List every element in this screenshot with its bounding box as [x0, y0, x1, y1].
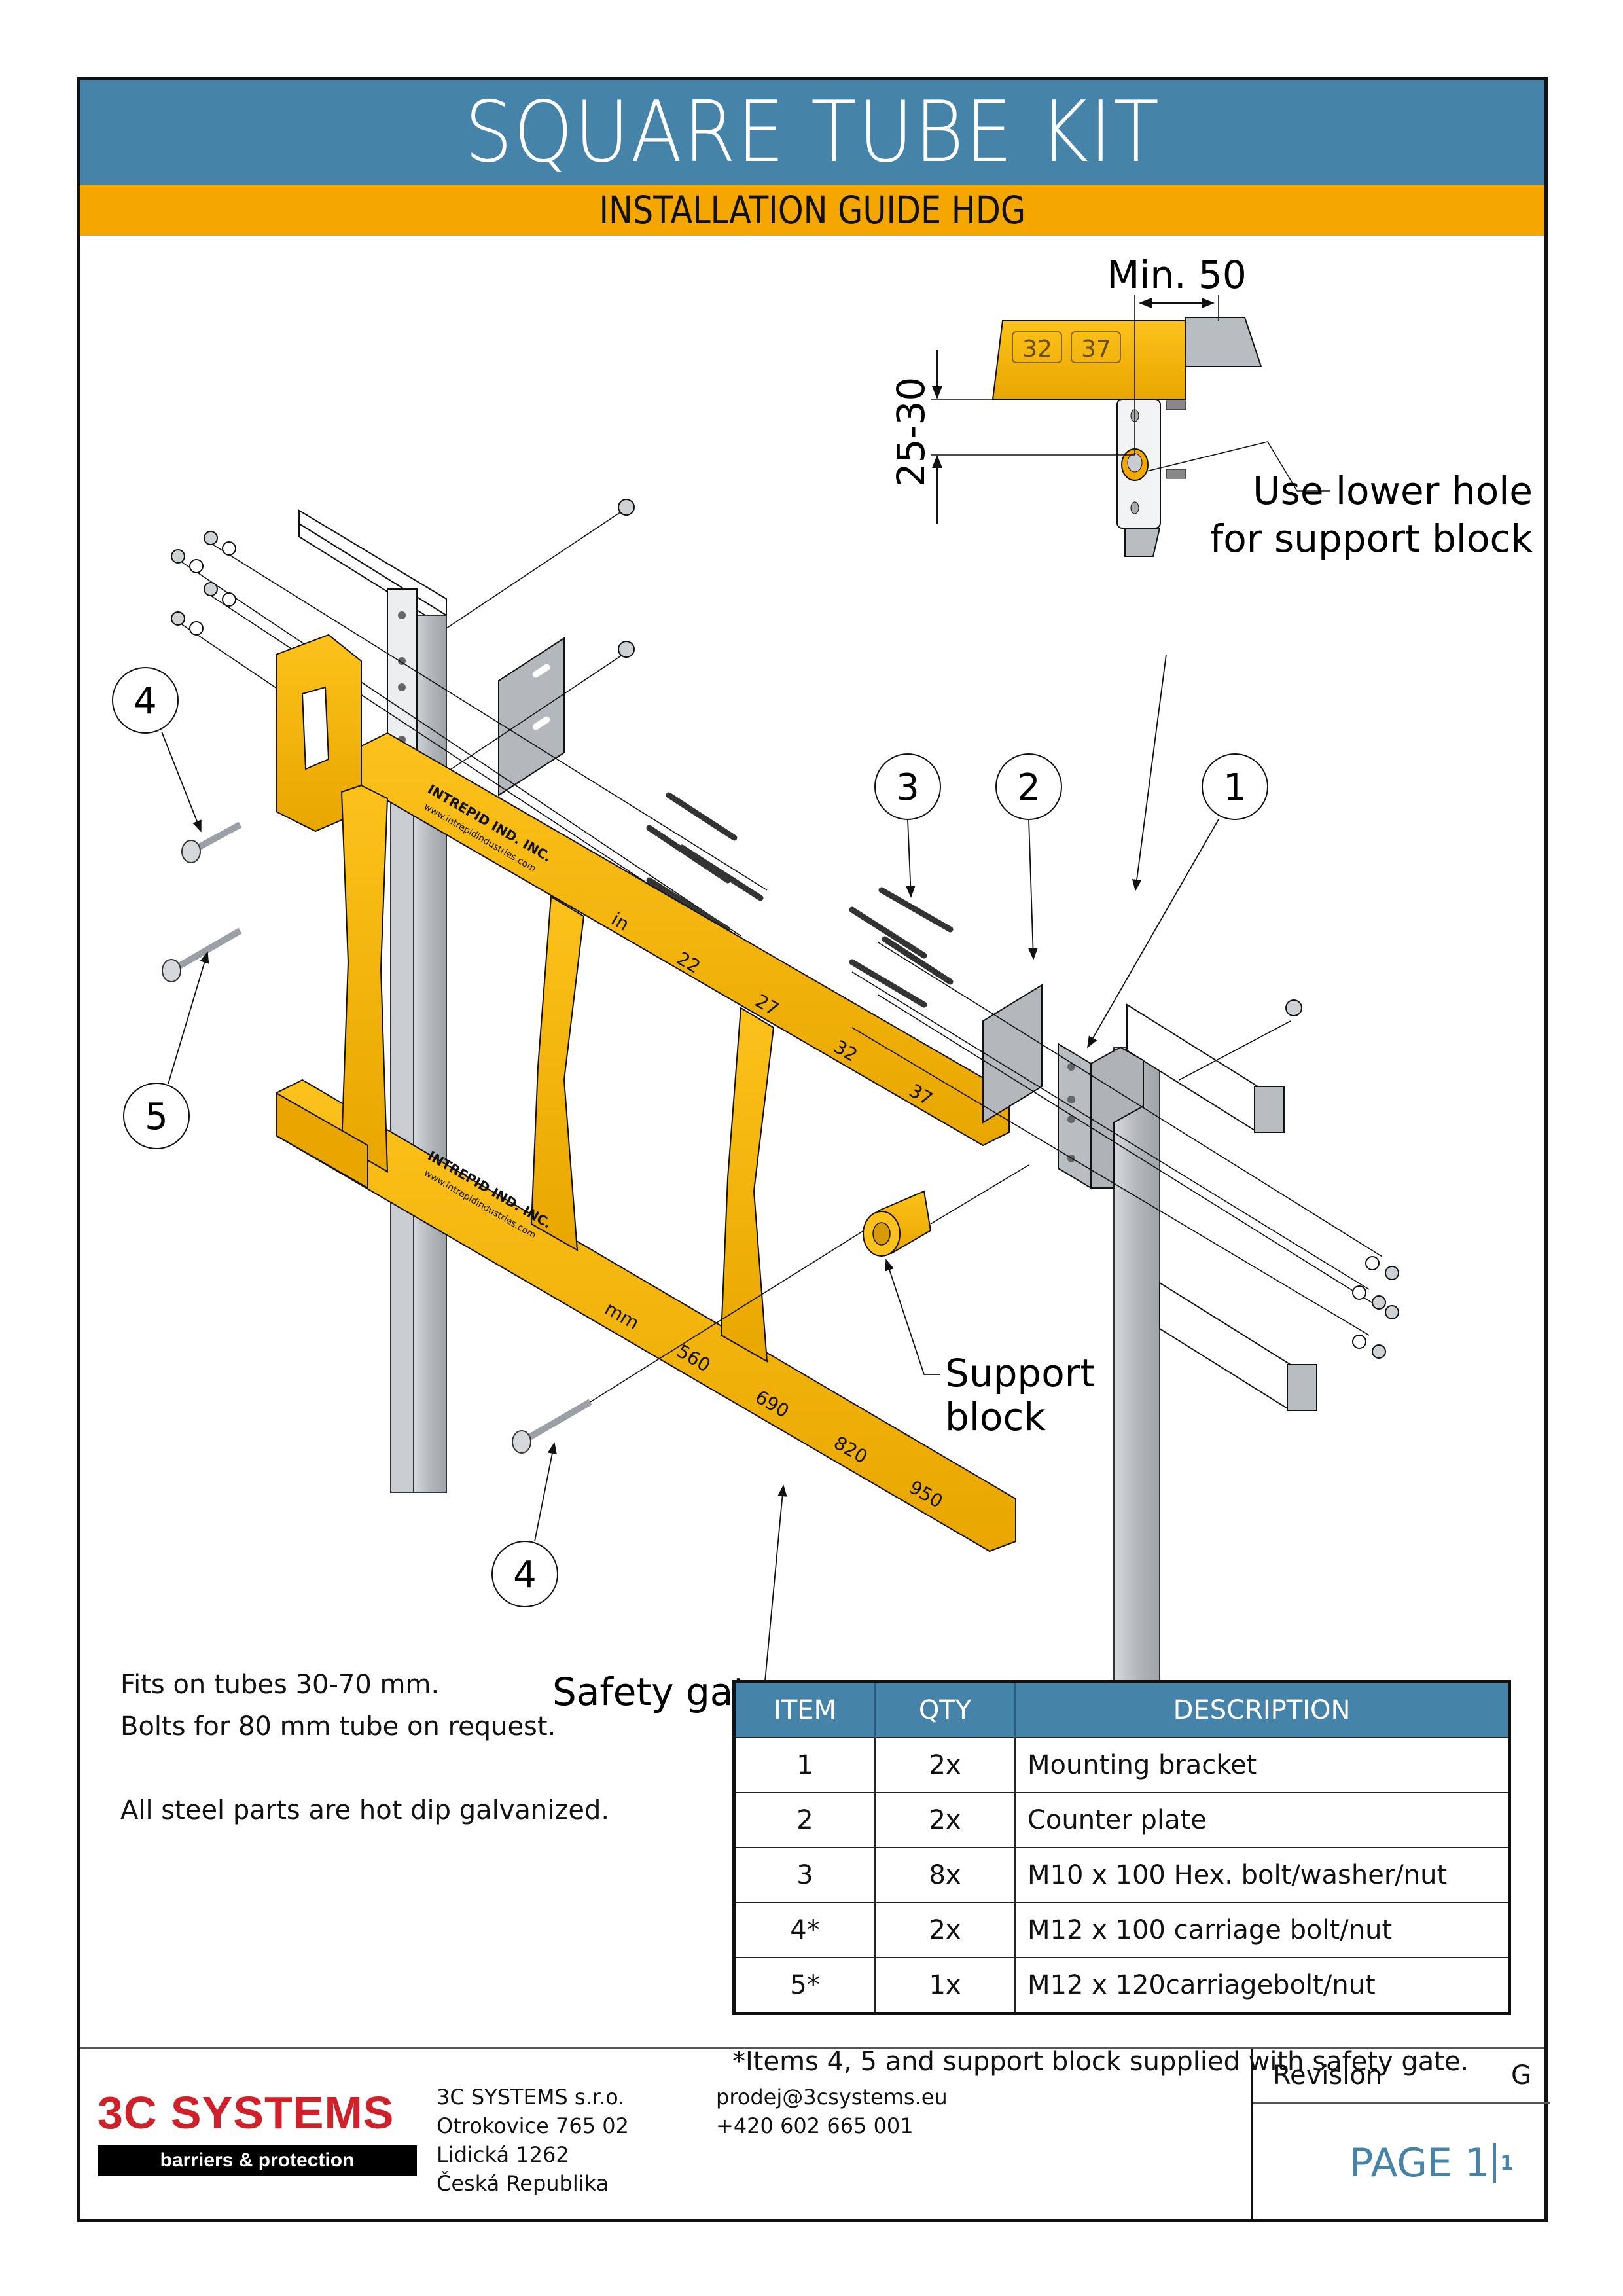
- item-cell: 5*: [733, 1957, 876, 2015]
- right-assembly-lines: [851, 942, 1383, 1336]
- address-line: Lidická 1262: [437, 2142, 569, 2167]
- header-description: DESCRIPTION: [1015, 1681, 1510, 1738]
- left-hex-bolts: [646, 792, 764, 933]
- document-subtitle: INSTALLATION GUIDE HDG: [599, 188, 1026, 232]
- contact-phone[interactable]: +420 602 665 001: [716, 2113, 914, 2138]
- note-line: Bolts for 80 mm tube on request.: [120, 1712, 556, 1742]
- detail-note-line1: Use lower hole: [1253, 469, 1533, 513]
- header-qty: QTY: [875, 1681, 1016, 1738]
- revision-row: Revision G: [1253, 2049, 1550, 2104]
- company-address: 3C SYSTEMS s.r.o. Otrokovice 765 02 Lidi…: [437, 2083, 629, 2198]
- revision-value: G: [1511, 2060, 1531, 2090]
- safety-gate-leader: [751, 1484, 787, 1696]
- dimension-min-50: Min. 50: [1107, 253, 1247, 297]
- detail-view: 32 37: [931, 295, 1330, 557]
- svg-text:1: 1: [1223, 766, 1247, 809]
- logo-name: 3C SYSTEMS: [98, 2087, 395, 2138]
- title-banner: SQUARE TUBE KIT: [80, 80, 1544, 185]
- document-title: SQUARE TUBE KIT: [464, 83, 1160, 181]
- callout-5: 5: [123, 951, 209, 1149]
- detail-marker-37: 37: [1081, 336, 1111, 363]
- assembly-drawing: INTREPID IND. INC. www.intrepidindustrie…: [112, 253, 1533, 1715]
- support-block-label-line2: block: [945, 1395, 1046, 1439]
- item-cell: 4*: [733, 1902, 876, 1958]
- footer-divider: [80, 2047, 1544, 2049]
- description-cell: Counter plate: [1014, 1792, 1510, 1848]
- installation-notes: Fits on tubes 30-70 mm. Bolts for 80 mm …: [120, 1664, 609, 1831]
- address-line: Česká Republika: [437, 2171, 609, 2196]
- revision-box: Revision G PAGE 1 1: [1251, 2049, 1550, 2222]
- svg-text:4: 4: [134, 680, 157, 723]
- description-cell: M10 x 100 Hex. bolt/washer/nut: [1014, 1847, 1510, 1903]
- note-gap: [120, 1748, 609, 1789]
- description-cell: Mounting bracket: [1014, 1737, 1510, 1793]
- address-line: Otrokovice 765 02: [437, 2113, 629, 2138]
- qty-cell: 2x: [874, 1792, 1016, 1848]
- detail-pointer-arrow: [1132, 654, 1167, 891]
- revision-label: Revision: [1273, 2060, 1383, 2090]
- qty-cell: 2x: [874, 1737, 1016, 1793]
- page-total: 1: [1500, 2151, 1514, 2175]
- svg-text:4: 4: [513, 1554, 537, 1596]
- right-counter-plate: [982, 984, 1043, 1124]
- header-item: ITEM: [734, 1681, 876, 1738]
- callout-4-lower: 4: [491, 1442, 558, 1607]
- description-cell: M12 x 120carriagebolt/nut: [1014, 1957, 1510, 2015]
- contact-email[interactable]: prodej@3csystems.eu: [716, 2085, 948, 2109]
- carriage-bolts: [162, 821, 885, 1454]
- support-block: [863, 1190, 932, 1257]
- callout-2: 2: [995, 753, 1062, 960]
- right-mounting-bracket: [1058, 1043, 1144, 1189]
- svg-text:5: 5: [145, 1096, 168, 1138]
- callout-1: 1: [1087, 753, 1268, 1049]
- support-block-leader: [885, 1259, 940, 1375]
- description-cell: M12 x 100 carriage bolt/nut: [1014, 1902, 1510, 1958]
- item-cell: 3: [733, 1847, 876, 1903]
- company-logo: 3C SYSTEMS barriers & protection: [98, 2089, 417, 2176]
- safety-gate: [276, 634, 1016, 1552]
- note-line: Fits on tubes 30-70 mm.: [120, 1670, 440, 1700]
- qty-cell: 1x: [874, 1957, 1016, 2015]
- item-cell: 2: [733, 1792, 876, 1848]
- detail-marker-32: 32: [1022, 336, 1052, 363]
- table-row: 4* 2x M12 x 100 carriage bolt/nut: [733, 1902, 1510, 1958]
- item-cell: 1: [733, 1737, 876, 1793]
- callout-3: 3: [874, 753, 941, 898]
- page-frame: SQUARE TUBE KIT INSTALLATION GUIDE HDG: [77, 77, 1550, 2222]
- left-counter-plate: [498, 637, 565, 797]
- support-block-label-line1: Support: [945, 1351, 1095, 1395]
- company-contact: prodej@3csystems.eu +420 602 665 001: [716, 2083, 948, 2140]
- dimension-25-30: 25-30: [889, 377, 933, 488]
- right-post: [1113, 1003, 1317, 1715]
- svg-text:2: 2: [1017, 766, 1041, 809]
- table-footnote: *Items 4, 5 and support block supplied w…: [732, 2047, 1469, 2077]
- subtitle-banner: INSTALLATION GUIDE HDG: [80, 185, 1544, 236]
- svg-text:3: 3: [896, 766, 919, 809]
- left-nuts-washers: [171, 499, 635, 658]
- page-separator: [1493, 2143, 1497, 2183]
- page-label: PAGE 1: [1349, 2140, 1490, 2186]
- qty-cell: 8x: [874, 1847, 1016, 1903]
- callout-4-upper: 4: [112, 667, 202, 833]
- address-line: 3C SYSTEMS s.r.o.: [437, 2085, 625, 2109]
- table-row: 5* 1x M12 x 120carriagebolt/nut: [733, 1957, 1510, 2015]
- table-row: 1 2x Mounting bracket: [733, 1737, 1510, 1793]
- page-indicator: PAGE 1 1: [1253, 2104, 1550, 2222]
- right-nuts-washers: [1285, 999, 1399, 1359]
- qty-cell: 2x: [874, 1902, 1016, 1958]
- table-row: 3 8x M10 x 100 Hex. bolt/washer/nut: [733, 1847, 1510, 1903]
- logo-tagline: barriers & protection: [98, 2145, 417, 2176]
- gate-markings: INTREPID IND. INC. www.intrepidindustrie…: [422, 781, 946, 1513]
- table-row: 2 2x Counter plate: [733, 1792, 1510, 1848]
- right-hex-bolts: [849, 887, 954, 1008]
- parts-table: ITEM QTY DESCRIPTION 1 2x Mounting brack…: [732, 1680, 1511, 2015]
- parts-table-header: ITEM QTY DESCRIPTION: [734, 1681, 1510, 1738]
- detail-note-line2: for support block: [1210, 516, 1533, 561]
- note-line: All steel parts are hot dip galvanized.: [120, 1795, 610, 1825]
